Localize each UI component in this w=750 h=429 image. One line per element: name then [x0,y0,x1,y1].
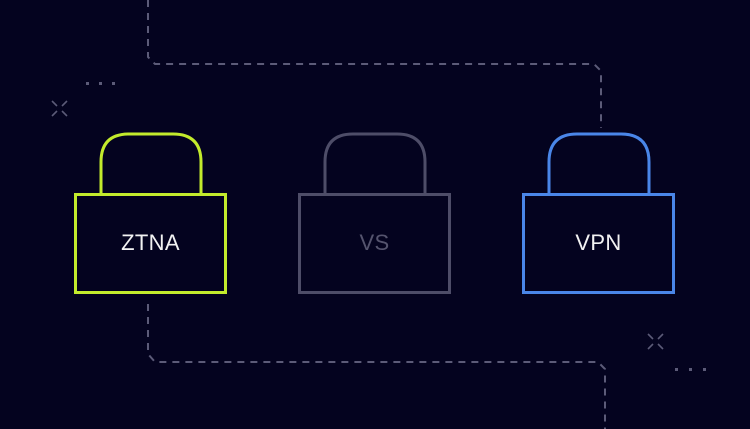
lock-label-vpn: VPN [575,230,622,255]
lock-icon-ztna [74,132,227,294]
dots-decoration-top-left [86,82,115,85]
cross-icon-left [51,100,68,117]
lock-icon-vpn [522,132,675,294]
lock-label-ztna: ZTNA [121,230,180,255]
dashed-connector-top [147,0,602,128]
lock-label-vs: VS [359,230,390,255]
dots-decoration-bottom-right [675,368,706,371]
lock-icon-vs [298,132,451,294]
cross-icon-right [647,333,664,350]
dashed-connector-bottom [147,304,606,429]
